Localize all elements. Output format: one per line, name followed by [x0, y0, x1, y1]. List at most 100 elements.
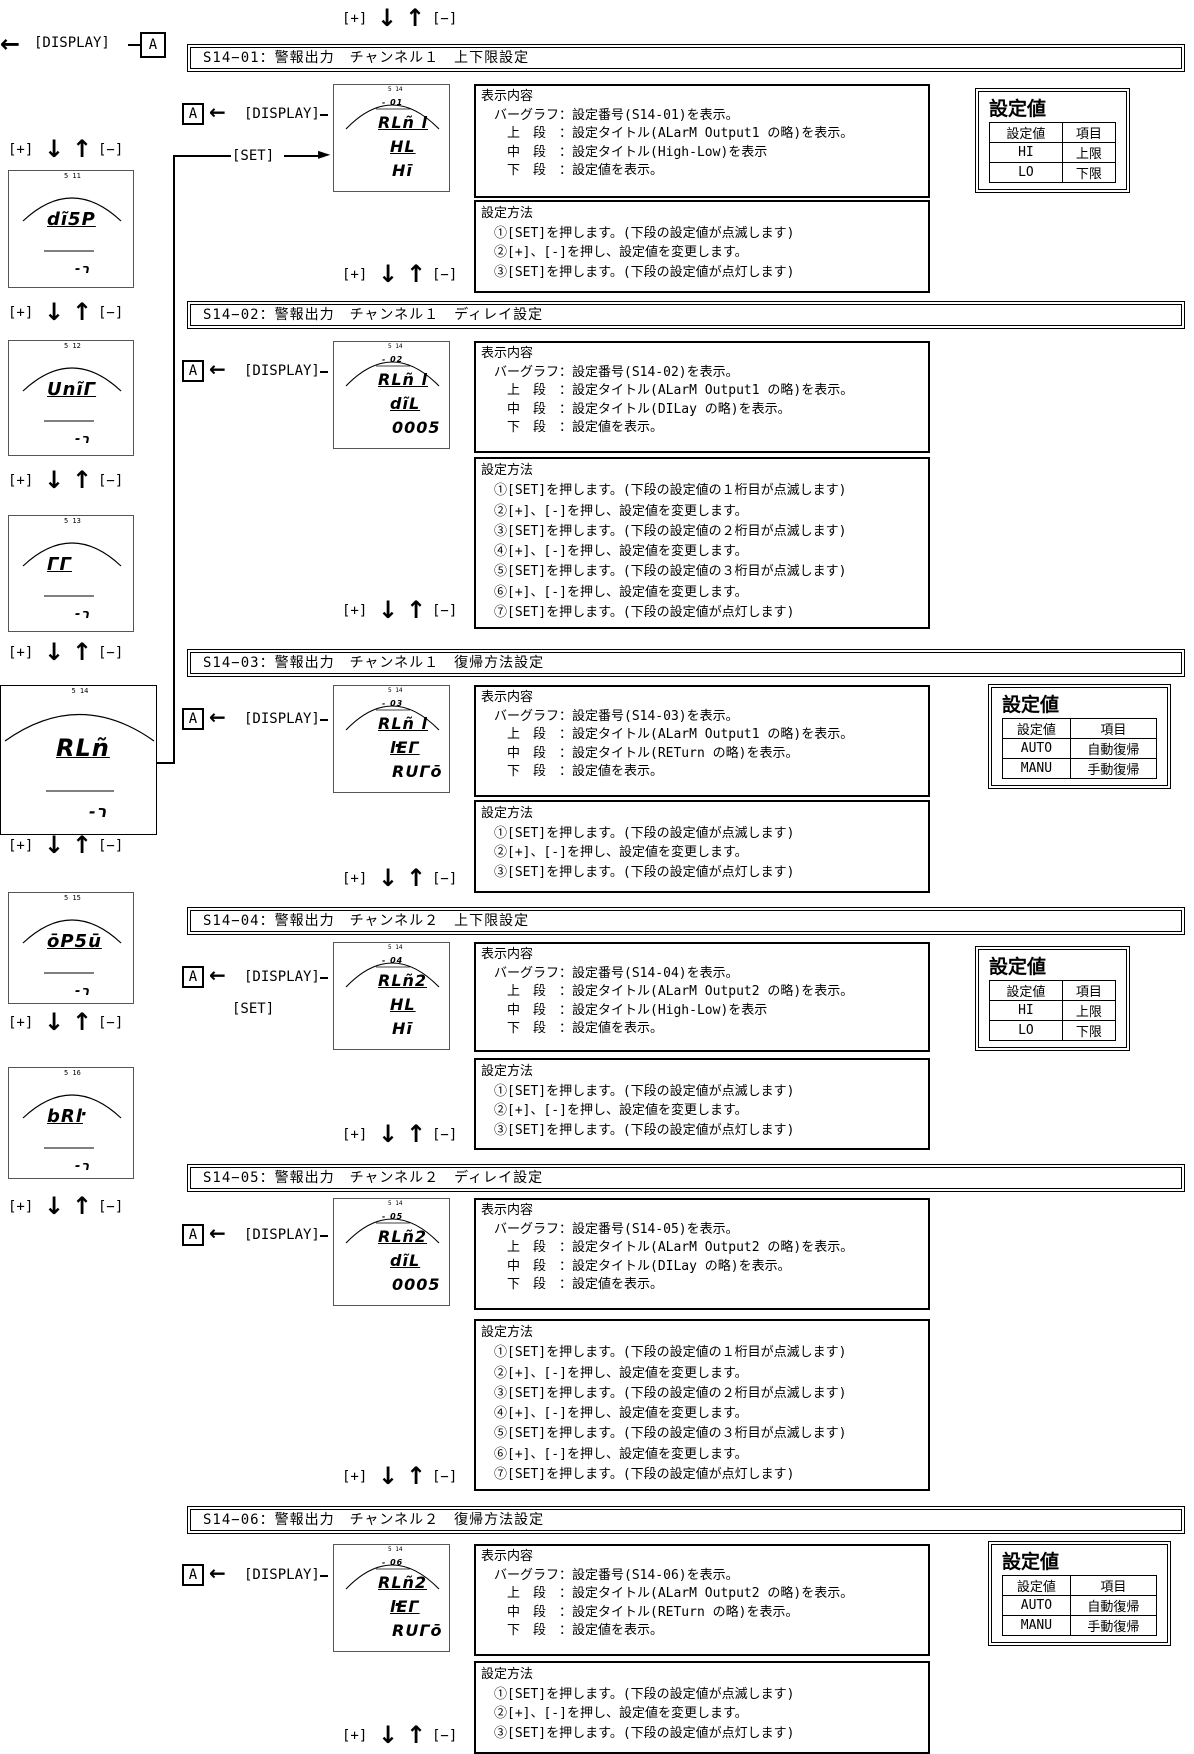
- setting-table-cell: 自動復帰: [1069, 1595, 1158, 1616]
- section-nav-5-minus-key[interactable]: [−]: [432, 1728, 458, 1744]
- left-nav-6-plus-key[interactable]: [+]: [8, 1199, 34, 1215]
- display-key[interactable]: [DISPLAY]: [244, 106, 320, 122]
- display-content-line: 中 段 ：設定タイトル(DILay の略)を表示。: [481, 401, 791, 417]
- screen-code: - 01: [382, 98, 404, 107]
- down-arrow-icon: ↓: [44, 831, 65, 859]
- section-nav-2-plus-key[interactable]: [+]: [342, 871, 368, 887]
- section-nav-1-minus-key[interactable]: [−]: [432, 603, 458, 619]
- down-arrow-icon: ↓: [44, 1008, 65, 1036]
- section-header: S14−04：警報出力 チャンネル２ 上下限設定: [187, 907, 1185, 935]
- left-nav-0-plus-key[interactable]: [+]: [8, 142, 34, 158]
- section-nav-1-plus-key[interactable]: [+]: [342, 603, 368, 619]
- set-key-label[interactable]: [SET]: [232, 148, 275, 164]
- display-content-line: バーグラフ：設定番号(S14-01)を表示。: [481, 107, 739, 123]
- section-nav-0-minus-key[interactable]: [−]: [432, 267, 458, 283]
- display-content-line: 上 段 ：設定タイトル(ALarM Output1 の略)を表示。: [481, 727, 854, 742]
- setting-method-line: ⑦[SET]を押します。(下段の設定値が点灯します): [481, 605, 795, 621]
- display-content-line: 表示内容: [481, 89, 534, 104]
- display-key[interactable]: [DISPLAY]: [244, 1567, 320, 1583]
- left-nav-0-minus-key[interactable]: [−]: [98, 142, 124, 158]
- screen-line-1: RLñ l: [378, 714, 428, 733]
- display-content-line: 上 段 ：設定タイトル(ALarM Output2 の略)を表示。: [481, 1586, 854, 1601]
- connector-line: [157, 762, 175, 764]
- section-nav-5-plus-key[interactable]: [+]: [342, 1728, 368, 1744]
- display-key[interactable]: [DISPLAY]: [244, 1227, 320, 1243]
- display-key[interactable]: [DISPLAY]: [244, 969, 320, 985]
- plus-key-top[interactable]: [+]: [342, 11, 368, 27]
- section-nav-4-minus-key[interactable]: [−]: [432, 1469, 458, 1485]
- minus-key-top[interactable]: [−]: [432, 11, 458, 27]
- setting-value-title: 設定値: [1002, 694, 1060, 716]
- up-arrow-icon: ↑: [72, 135, 93, 163]
- screen-bottom-text: -ר: [89, 802, 108, 821]
- screen-line-3: Hī: [392, 161, 413, 180]
- a-key-top[interactable]: A: [140, 32, 166, 58]
- setting-method-line: ②[+]、[-]を押し、設定値を変更します。: [481, 1365, 748, 1381]
- display-content-line: 中 段 ：設定タイトル(High-Low)を表示: [481, 144, 768, 160]
- section-nav-2-minus-key[interactable]: [−]: [432, 871, 458, 887]
- down-arrow-icon: ↓: [44, 1192, 65, 1220]
- display-content-line: バーグラフ：設定番号(S14-02)を表示。: [481, 364, 739, 380]
- a-key[interactable]: A: [182, 103, 204, 125]
- left-nav-5-plus-key[interactable]: [+]: [8, 1015, 34, 1031]
- setting-method-line: ③[SET]を押します。(下段の設定値が点灯します): [481, 1725, 795, 1741]
- setting-table-header: 設定値: [989, 980, 1063, 1001]
- section-nav-3-minus-key[interactable]: [−]: [432, 1127, 458, 1143]
- down-arrow-icon: ↓: [44, 135, 65, 163]
- setting-table-cell: HI: [989, 1000, 1063, 1021]
- screen-bottom-text: -ר: [75, 432, 91, 447]
- section-nav-4-plus-key[interactable]: [+]: [342, 1469, 368, 1485]
- up-arrow-icon: ↑: [72, 831, 93, 859]
- display-content-line: バーグラフ：設定番号(S14-03)を表示。: [481, 708, 739, 724]
- setting-table-cell: LO: [989, 1020, 1063, 1041]
- a-key[interactable]: A: [182, 966, 204, 988]
- left-nav-3-plus-key[interactable]: [+]: [8, 645, 34, 661]
- left-nav-4-minus-key[interactable]: [−]: [98, 838, 124, 854]
- connector-line: [173, 155, 175, 763]
- up-arrow-icon: ↑: [406, 1721, 427, 1749]
- left-arrow-icon: ←: [209, 705, 226, 729]
- screen-line-2: HL: [390, 137, 416, 156]
- setting-table-cell: 上限: [1061, 1000, 1117, 1021]
- display-content-line: 表示内容: [481, 690, 534, 705]
- left-nav-1-minus-key[interactable]: [−]: [98, 305, 124, 321]
- a-key[interactable]: A: [182, 1564, 204, 1586]
- setting-method-box: 設定方法 ①[SET]を押します。(下段の設定値の１桁目が点滅します) ②[+]…: [474, 1319, 930, 1491]
- left-nav-1-plus-key[interactable]: [+]: [8, 305, 34, 321]
- display-key[interactable]: [DISPLAY]: [244, 711, 320, 727]
- up-arrow-icon: ↑: [72, 466, 93, 494]
- setting-method-line: ⑥[+]、[-]を押し、設定値を変更します。: [481, 584, 748, 600]
- a-key[interactable]: A: [182, 1224, 204, 1246]
- display-key-label[interactable]: [DISPLAY]: [34, 35, 110, 51]
- left-nav-2-plus-key[interactable]: [+]: [8, 473, 34, 489]
- display-key[interactable]: [DISPLAY]: [244, 363, 320, 379]
- left-nav-3-minus-key[interactable]: [−]: [98, 645, 124, 661]
- screen-bottom-text: -ר: [75, 984, 91, 999]
- screen-number: 5 14: [388, 687, 403, 694]
- left-nav-6-minus-key[interactable]: [−]: [98, 1199, 124, 1215]
- section-nav-0-plus-key[interactable]: [+]: [342, 267, 368, 283]
- screen-line-2: dĩL: [390, 1251, 421, 1270]
- a-key[interactable]: A: [182, 360, 204, 382]
- screen-bottom-text: -ר: [75, 607, 91, 622]
- a-key[interactable]: A: [182, 708, 204, 730]
- screen-line-2: HL: [390, 995, 416, 1014]
- left-nav-2-minus-key[interactable]: [−]: [98, 473, 124, 489]
- up-arrow-icon: ↑: [72, 638, 93, 666]
- setting-method-line: ①[SET]を押します。(下段の設定値が点滅します): [481, 1686, 795, 1702]
- left-nav-5-minus-key[interactable]: [−]: [98, 1015, 124, 1031]
- section-nav-3-plus-key[interactable]: [+]: [342, 1127, 368, 1143]
- down-arrow-icon: ↓: [378, 1721, 399, 1749]
- screen-main-text: bRŀ: [47, 1106, 83, 1127]
- set-key[interactable]: [SET]: [232, 1001, 275, 1017]
- setting-table-header: 項目: [1061, 980, 1117, 1001]
- left-nav-4-plus-key[interactable]: [+]: [8, 838, 34, 854]
- down-arrow-icon: ↓: [44, 298, 65, 326]
